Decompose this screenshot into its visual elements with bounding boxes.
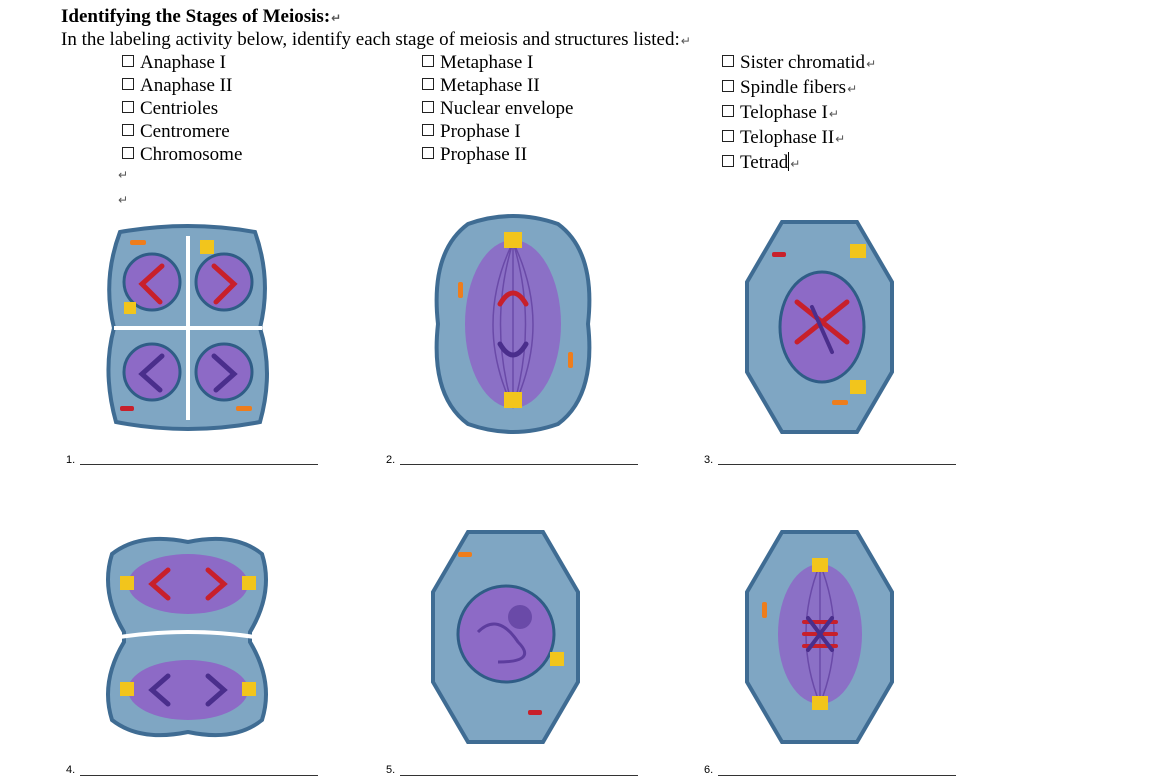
checkbox[interactable] <box>422 55 434 67</box>
checkbox[interactable] <box>722 55 734 67</box>
figure-2-image <box>428 212 598 437</box>
figure-4-number: 4. <box>66 764 75 776</box>
term-metaphase-i[interactable]: Metaphase I <box>422 51 573 74</box>
answer-line-2[interactable] <box>400 464 638 465</box>
answer-line-5[interactable] <box>400 775 638 776</box>
checkbox[interactable] <box>722 80 734 92</box>
answer-line-3[interactable] <box>718 464 956 465</box>
term-list-column-2: Metaphase I Metaphase II Nuclear envelop… <box>422 51 573 166</box>
figure-5-number: 5. <box>386 764 395 776</box>
figure-6-image <box>742 522 897 747</box>
checkbox[interactable] <box>122 55 134 67</box>
term-chromosome[interactable]: Chromosome <box>122 143 242 166</box>
answer-line-1[interactable] <box>80 464 318 465</box>
checkbox[interactable] <box>722 105 734 117</box>
checkbox[interactable] <box>722 130 734 142</box>
figure-3-number: 3. <box>704 454 713 466</box>
term-prophase-ii[interactable]: Prophase II <box>422 143 573 166</box>
figure-6-number: 6. <box>704 764 713 776</box>
term-anaphase-ii[interactable]: Anaphase II <box>122 74 242 97</box>
checkbox[interactable] <box>422 147 434 159</box>
term-centrioles[interactable]: Centrioles <box>122 97 242 120</box>
term-list-column-3: Sister chromatid↵ Spindle fibers↵ Teloph… <box>722 51 876 176</box>
term-sister-chromatid[interactable]: Sister chromatid↵ <box>722 51 876 76</box>
paragraph-mark: ↵ <box>118 193 128 207</box>
figure-2-number: 2. <box>386 454 395 466</box>
figure-5-image <box>428 522 583 747</box>
checkbox[interactable] <box>722 155 734 167</box>
checkbox[interactable] <box>422 78 434 90</box>
term-telophase-i[interactable]: Telophase I↵ <box>722 101 876 126</box>
term-tetrad[interactable]: Tetrad↵ <box>722 151 876 176</box>
instructions: In the labeling activity below, identify… <box>61 29 691 51</box>
paragraph-mark: ↵ <box>118 168 128 182</box>
page-title: Identifying the Stages of Meiosis:↵ <box>61 6 341 28</box>
term-telophase-ii[interactable]: Telophase II↵ <box>722 126 876 151</box>
answer-line-4[interactable] <box>80 775 318 776</box>
figure-4-image <box>100 532 275 742</box>
figure-1-image <box>100 222 275 434</box>
checkbox[interactable] <box>122 147 134 159</box>
term-prophase-i[interactable]: Prophase I <box>422 120 573 143</box>
checkbox[interactable] <box>422 101 434 113</box>
term-nuclear-envelope[interactable]: Nuclear envelope <box>422 97 573 120</box>
checkbox[interactable] <box>122 78 134 90</box>
figure-1-number: 1. <box>66 454 75 466</box>
answer-line-6[interactable] <box>718 775 956 776</box>
term-list-column-1: Anaphase I Anaphase II Centrioles Centro… <box>122 51 242 166</box>
checkbox[interactable] <box>122 101 134 113</box>
term-anaphase-i[interactable]: Anaphase I <box>122 51 242 74</box>
checkbox[interactable] <box>422 124 434 136</box>
term-centromere[interactable]: Centromere <box>122 120 242 143</box>
term-metaphase-ii[interactable]: Metaphase II <box>422 74 573 97</box>
figure-3-image <box>742 212 897 437</box>
checkbox[interactable] <box>122 124 134 136</box>
term-spindle-fibers[interactable]: Spindle fibers↵ <box>722 76 876 101</box>
